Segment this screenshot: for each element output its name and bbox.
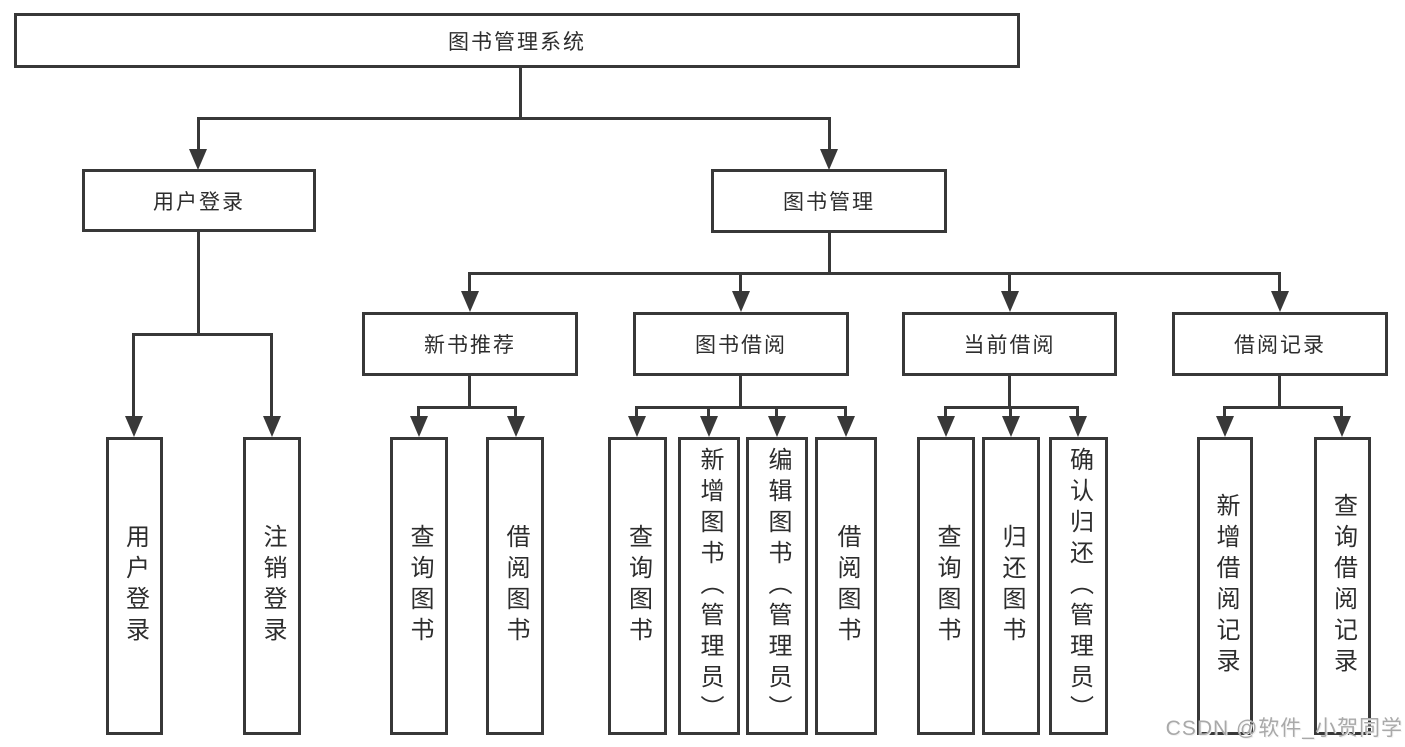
connector-user-login-branch: [132, 333, 273, 336]
node-leaf-logout: 注销登录: [243, 437, 301, 735]
connector-root-stub: [519, 68, 522, 119]
node-label: 借阅记录: [1234, 334, 1326, 357]
node-label: 图书管理: [783, 191, 875, 214]
connector-drop-leaf: [944, 408, 947, 418]
connector-stub: [1008, 376, 1011, 409]
arrow-down-icon: [820, 149, 838, 170]
connector-branch: [1223, 406, 1343, 409]
arrow-down-icon: [732, 291, 750, 312]
node-leaf-user-login: 用户登录: [106, 437, 163, 735]
connector-drop-leaf: [707, 408, 710, 418]
arrow-down-icon: [263, 416, 281, 437]
node-label: 查询图书: [933, 524, 960, 648]
node-library-management-system: 图书管理系统: [14, 13, 1020, 68]
node-label: 图书管理系统: [448, 30, 586, 54]
connector-stub: [1278, 376, 1281, 409]
node-leaf-add-book-admin: 新增图书（管理员）: [678, 437, 740, 735]
node-label: 当前借阅: [963, 334, 1056, 357]
arrow-down-icon: [1002, 416, 1020, 437]
node-leaf-borrow-books: 借阅图书: [815, 437, 877, 735]
node-label: 用户登录: [153, 190, 245, 214]
node-label: 编辑图书（管理员）: [764, 446, 791, 726]
node-user-login: 用户登录: [82, 169, 316, 232]
arrow-down-icon: [1333, 416, 1351, 437]
node-label: 新增借阅记录: [1212, 493, 1239, 679]
connector-drop-leaf: [132, 335, 135, 418]
connector-drop-book-borrow: [739, 274, 742, 293]
node-label: 查询借阅记录: [1329, 493, 1357, 679]
node-book-borrowing: 图书借阅: [633, 312, 849, 376]
connector-drop-leaf: [1076, 408, 1079, 418]
node-label: 借阅图书: [833, 524, 860, 648]
connector-drop-leaf: [270, 335, 273, 418]
connector-branch: [635, 406, 847, 409]
arrow-down-icon: [507, 416, 525, 437]
arrow-down-icon: [628, 416, 646, 437]
connector-drop-borrow-records: [1278, 274, 1281, 293]
connector-drop-leaf: [1223, 408, 1226, 418]
arrow-down-icon: [700, 416, 718, 437]
arrow-down-icon: [125, 416, 143, 437]
node-leaf-return-book: 归还图书: [982, 437, 1040, 735]
connector-drop-leaf: [775, 408, 778, 418]
node-label: 确认归还（管理员）: [1065, 446, 1093, 726]
connector-drop-book-management: [828, 118, 831, 151]
connector-user-login-stub: [197, 232, 200, 335]
node-label: 借阅图书: [502, 524, 529, 648]
connector-drop-leaf: [1340, 408, 1343, 418]
arrow-down-icon: [410, 416, 428, 437]
arrow-down-icon: [189, 149, 207, 170]
connector-drop-leaf: [514, 408, 517, 418]
connector-drop-leaf: [417, 408, 420, 418]
node-label: 新增图书（管理员）: [696, 446, 723, 726]
node-label: 查询图书: [624, 524, 652, 648]
node-leaf-edit-book-admin: 编辑图书（管理员）: [746, 437, 808, 735]
node-label: 注销登录: [259, 524, 286, 648]
node-current-borrowing: 当前借阅: [902, 312, 1117, 376]
connector-stub: [739, 376, 742, 409]
csdn-watermark: CSDN @软件_小贺同学: [1165, 717, 1403, 740]
arrow-down-icon: [1001, 291, 1019, 312]
connector-branch: [417, 406, 517, 409]
arrow-down-icon: [1271, 291, 1289, 312]
node-leaf-query-books-recommend: 查询图书: [390, 437, 448, 735]
node-leaf-query-books-current: 查询图书: [917, 437, 975, 735]
node-new-book-recommendation: 新书推荐: [362, 312, 578, 376]
connector-drop-user-login: [197, 118, 200, 151]
connector-root-branch: [197, 117, 831, 120]
arrow-down-icon: [1069, 416, 1087, 437]
node-label: 查询图书: [406, 524, 433, 648]
node-label: 图书借阅: [695, 334, 787, 357]
node-leaf-borrow-books-recommend: 借阅图书: [486, 437, 544, 735]
connector-drop-leaf: [844, 408, 847, 418]
node-leaf-confirm-return-admin: 确认归还（管理员）: [1049, 437, 1108, 735]
node-leaf-query-books-borrowing: 查询图书: [608, 437, 667, 735]
connector-stub: [468, 376, 471, 409]
connector-drop-leaf: [1009, 408, 1012, 418]
connector-drop-leaf: [635, 408, 638, 418]
arrow-down-icon: [837, 416, 855, 437]
arrow-down-icon: [461, 291, 479, 312]
arrow-down-icon: [1216, 416, 1234, 437]
node-leaf-query-borrow-record: 查询借阅记录: [1314, 437, 1371, 735]
node-label: 归还图书: [998, 524, 1025, 648]
connector-drop-new-book: [468, 274, 471, 293]
arrow-down-icon: [937, 416, 955, 437]
connector-book-management-stub: [828, 233, 831, 274]
node-label: 新书推荐: [424, 334, 516, 357]
connector-book-management-branch: [468, 272, 1281, 275]
node-book-management: 图书管理: [711, 169, 947, 233]
node-leaf-add-borrow-record: 新增借阅记录: [1197, 437, 1253, 735]
connector-branch: [944, 406, 1079, 409]
arrow-down-icon: [768, 416, 786, 437]
connector-drop-current-borrow: [1008, 274, 1011, 293]
node-label: 用户登录: [121, 524, 149, 648]
node-borrowing-records: 借阅记录: [1172, 312, 1388, 376]
